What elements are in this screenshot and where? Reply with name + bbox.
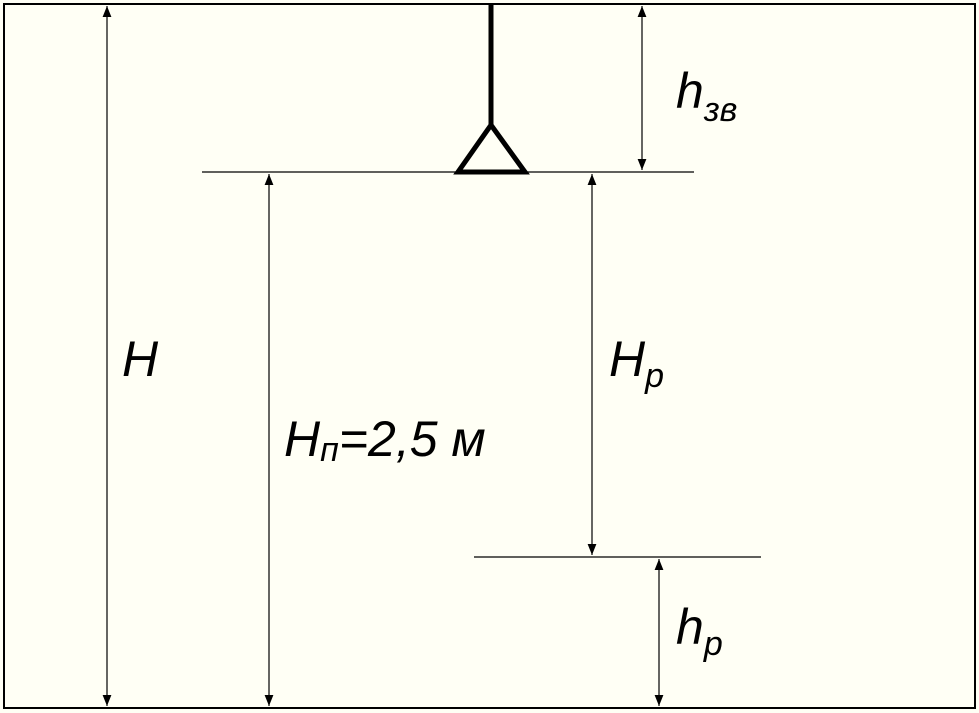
label-h-r-sub: р bbox=[703, 625, 723, 663]
label-H: H bbox=[122, 331, 159, 387]
label-H-main: H bbox=[122, 331, 159, 387]
label-H-p-tail: =2,5 м bbox=[339, 411, 486, 467]
label-h-zv-sub: зв bbox=[703, 91, 738, 129]
label-H-p-sub: п bbox=[320, 431, 339, 469]
label-H-r-main: H bbox=[609, 331, 646, 387]
label-H-r: Hр bbox=[609, 331, 664, 395]
label-h-r-main: h bbox=[676, 599, 704, 655]
label-h-zv-main: h bbox=[676, 63, 704, 119]
label-H-p: Hп=2,5 м bbox=[284, 411, 486, 469]
label-H-r-sub: р bbox=[644, 357, 664, 395]
label-h-zv: hзв bbox=[676, 63, 737, 129]
label-H-p-main: H bbox=[284, 411, 321, 467]
label-h-r: hр bbox=[676, 599, 723, 663]
